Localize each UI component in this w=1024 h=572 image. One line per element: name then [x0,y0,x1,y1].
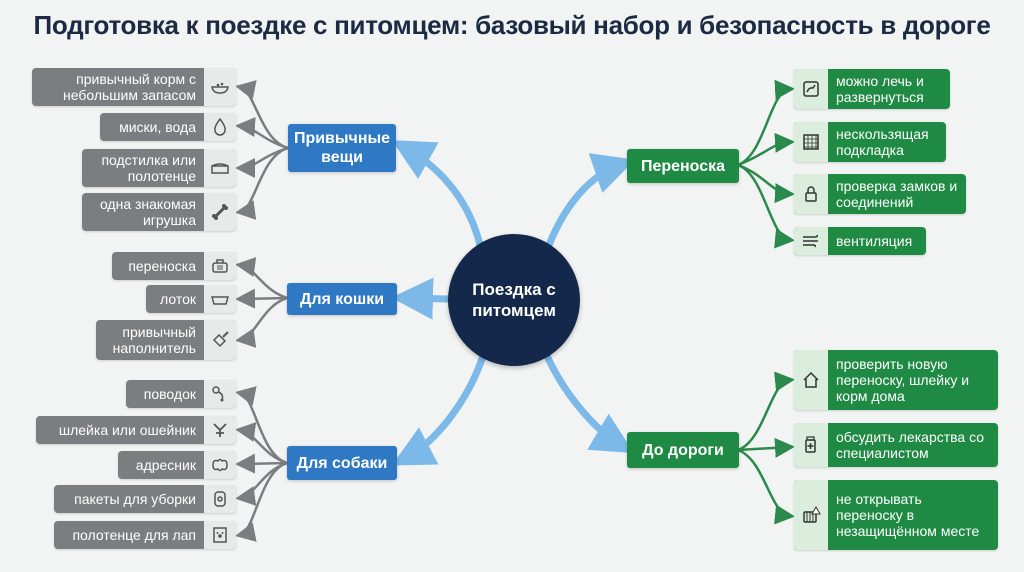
harness-icon [204,416,236,444]
category-before: До дороги [627,432,739,468]
house-icon [794,350,828,410]
mat-icon [794,122,828,162]
item-label: переноска [128,258,196,274]
item-label: подстилка или полотенце [101,152,196,184]
food-bowl-icon [204,68,236,106]
bag-roll-icon [204,485,236,513]
bed-icon [204,149,236,187]
carrier-icon [204,252,236,280]
item-label: пакеты для уборки [74,491,196,507]
medicine-icon [794,423,828,467]
list-item: не открывать переноску в незащищённом ме… [794,480,998,550]
item-label: можно лечь и развернуться [836,73,924,105]
page-title: Подготовка к поездке с питомцем: базовый… [33,10,991,40]
item-label: поводок [143,386,196,402]
list-item: проверить новую переноску, шлейку и корм… [794,350,998,410]
scoop-icon [204,320,236,360]
towel-icon [204,521,236,549]
list-item: миски, вода [100,113,236,141]
list-item: шлейка или ошейник [36,416,236,444]
item-label: миски, вода [119,119,196,135]
list-item: адресник [118,451,236,479]
list-item: проверка замков и соединений [794,174,966,214]
list-item: привычный наполнитель [96,320,236,360]
tag-icon [204,451,236,479]
item-label: обсудить лекарства со специалистом [836,429,985,461]
cage-warning-icon [794,480,828,550]
item-label: вентиляция [836,233,913,249]
list-item: одна знакомая игрушка [82,193,236,231]
item-label: полотенце для лап [72,527,196,543]
bone-icon [204,193,236,231]
item-label: привычный наполнитель [112,324,196,356]
list-item: нескользящая подкладка [794,122,946,162]
hub-node: Поездка с питомцем [448,234,580,366]
list-item: можно лечь и развернуться [794,69,950,109]
list-item: подстилка или полотенце [82,149,236,187]
category-cat: Для кошки [287,283,397,315]
water-drop-icon [204,113,236,141]
air-flow-icon [794,227,828,255]
pet-lying-icon [794,69,828,109]
list-item: лоток [146,285,236,313]
list-item: пакеты для уборки [54,485,236,513]
list-item: вентиляция [794,227,926,255]
item-label: адресник [135,457,196,473]
list-item: обсудить лекарства со специалистом [794,423,998,467]
item-label: лоток [160,291,196,307]
leash-icon [204,380,236,408]
item-label: нескользящая подкладка [836,126,929,158]
item-label: проверить новую переноску, шлейку и корм… [836,356,970,404]
list-item: поводок [126,380,236,408]
list-item: переноска [112,252,236,280]
category-dog: Для собаки [287,446,397,480]
litter-box-icon [204,285,236,313]
category-carrier: Переноска [627,149,739,183]
list-item: привычный корм с небольшим запасом [32,68,236,106]
lock-icon [794,174,828,214]
item-label: шлейка или ошейник [58,422,196,438]
item-label: одна знакомая игрушка [99,196,196,228]
list-item: полотенце для лап [54,521,236,549]
item-label: привычный корм с небольшим запасом [62,71,196,103]
category-habit: Привычные вещи [288,124,396,172]
item-label: не открывать переноску в незащищённом ме… [836,491,980,539]
item-label: проверка замков и соединений [836,178,958,210]
